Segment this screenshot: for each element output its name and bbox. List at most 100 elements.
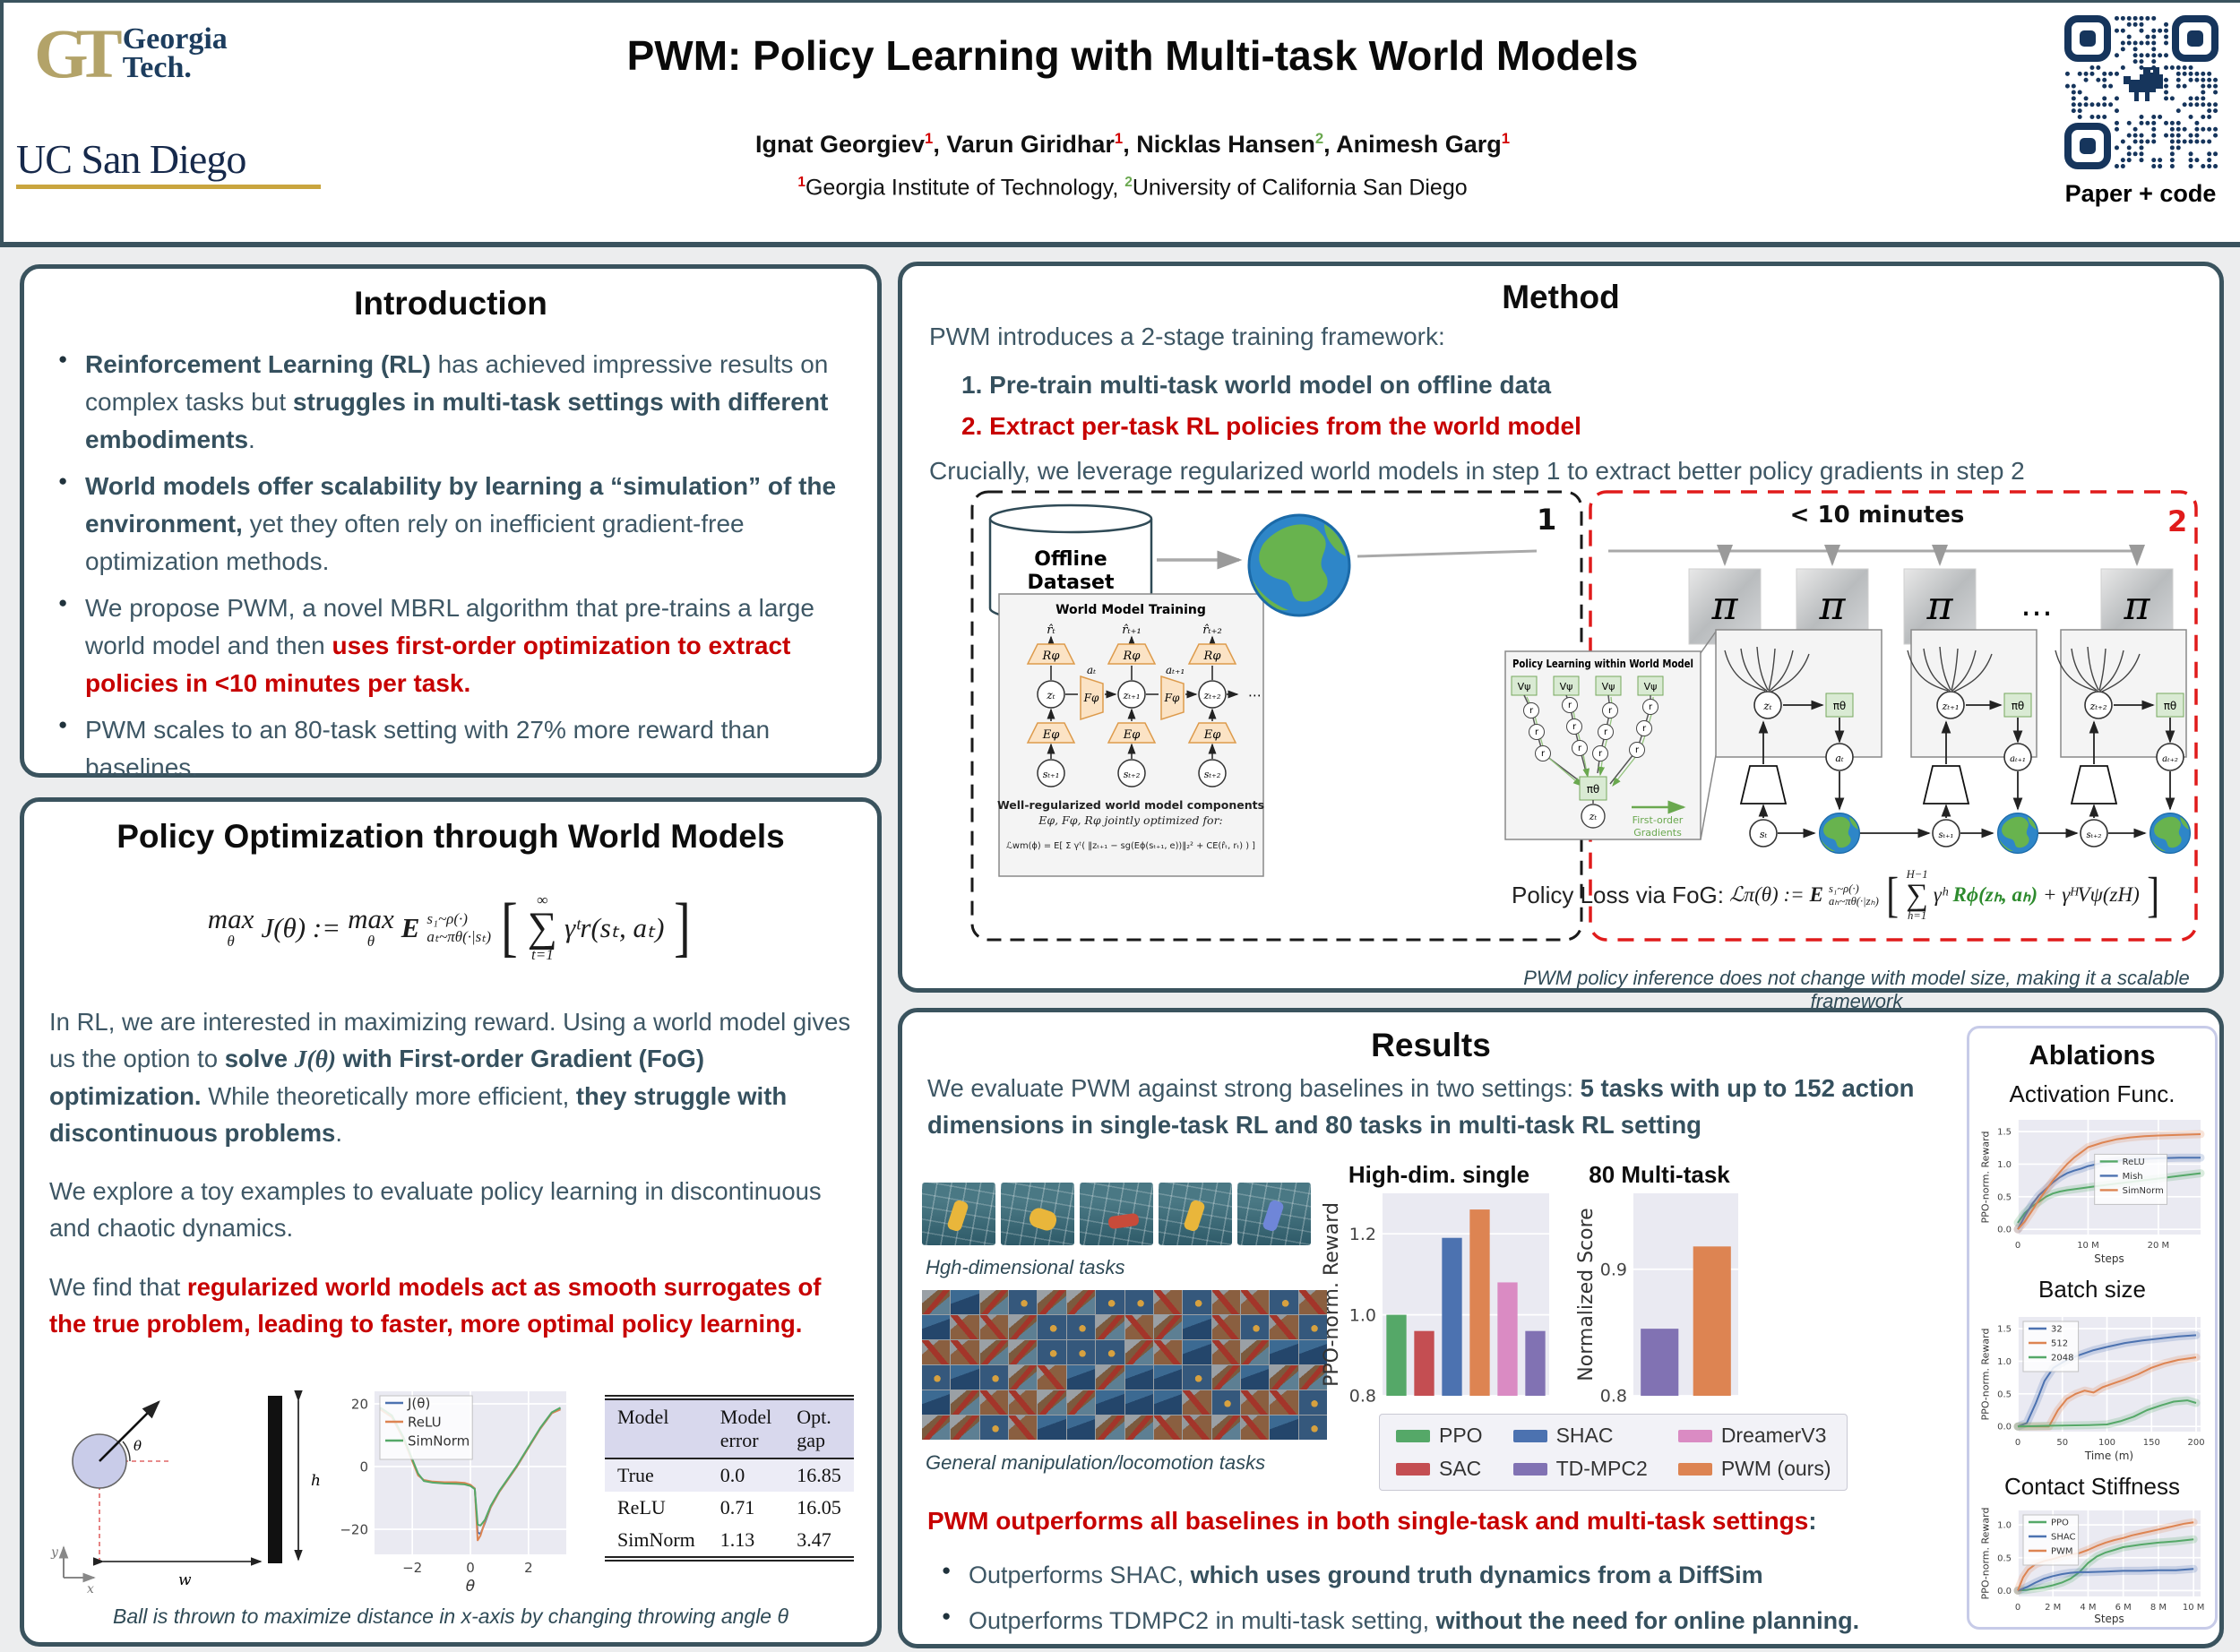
svg-text:sₜ₊₁: sₜ₊₁ [1043, 769, 1060, 780]
montage-tile [1270, 1365, 1298, 1390]
legend-item: TD-MPC2 [1512, 1457, 1648, 1481]
svg-text:0: 0 [466, 1560, 475, 1576]
policy-learning-panel: Policy Learning within World Model Vψ Vψ… [1504, 650, 1702, 840]
svg-text:PPO-norm. Reward: PPO-norm. Reward [1322, 1202, 1343, 1387]
montage-tile [1009, 1290, 1038, 1314]
montage-tile [1153, 1415, 1183, 1440]
montage-tile [1124, 1415, 1153, 1440]
svg-text:y: y [50, 1545, 59, 1560]
gt-monogram-icon: GT [34, 14, 123, 92]
svg-text:2048: 2048 [2051, 1354, 2073, 1364]
svg-text:zₜ: zₜ [1589, 811, 1598, 822]
montage-tile [951, 1315, 979, 1339]
svg-text:0.0: 0.0 [1997, 1423, 2012, 1433]
qr-code [2064, 15, 2218, 174]
svg-text:sₜ₊₂: sₜ₊₂ [1124, 769, 1141, 780]
montage-tile [1270, 1415, 1298, 1440]
montage-tile [1124, 1365, 1153, 1390]
svg-text:Time (m): Time (m) [2084, 1450, 2133, 1462]
montage-tile [951, 1390, 979, 1415]
paragraph: We find that regularized world models ac… [49, 1272, 822, 1338]
montage-tile [1096, 1415, 1124, 1440]
montage-tile [1240, 1315, 1270, 1339]
svg-text:8 M: 8 M [2150, 1603, 2167, 1613]
svg-text:r: r [1642, 724, 1647, 734]
legend-item: DreamerV3 [1677, 1424, 1831, 1448]
svg-text:aₜ: aₜ [1087, 664, 1096, 676]
montage-tile [922, 1390, 951, 1415]
legend-item: SHAC [1512, 1424, 1648, 1448]
svg-text:πθ: πθ [1833, 700, 1847, 712]
header: GT Georgia Tech. UC San Diego PWM: Polic… [0, 0, 2240, 247]
montage-tile [1211, 1290, 1240, 1314]
wall [268, 1396, 282, 1563]
montage-tile [1211, 1315, 1240, 1339]
svg-text:Fφ: Fφ [1164, 692, 1180, 704]
policy-opt-title: Policy Optimization through World Models [116, 818, 785, 855]
montage-tile [1009, 1315, 1038, 1339]
poster-title: PWM: Policy Learning with Multi-task Wor… [626, 32, 1639, 79]
svg-text:zₜ₊₁: zₜ₊₁ [1942, 701, 1960, 712]
montage-tile [922, 1290, 951, 1314]
results-section: Results We evaluate PWM against strong b… [898, 1008, 2224, 1648]
montage-tile [922, 1365, 951, 1390]
svg-text:zₜ: zₜ [1762, 700, 1771, 712]
svg-text:20: 20 [351, 1396, 368, 1412]
svg-text:Mish: Mish [2123, 1172, 2143, 1182]
method-caption: PWM policy inference does not change wit… [1523, 967, 2190, 1012]
svg-text:π: π [1819, 583, 1847, 629]
introduction-section: Introduction Reinforcement Learning (RL)… [20, 264, 882, 781]
svg-text:aₜ₊₁: aₜ₊₁ [1166, 664, 1185, 676]
montage-tile [1153, 1315, 1183, 1339]
svg-text:Steps: Steps [2094, 1252, 2124, 1265]
montage-tile [979, 1315, 1009, 1339]
montage-tile [1009, 1340, 1038, 1364]
svg-text:r̂ₜ: r̂ₜ [1047, 624, 1055, 637]
svg-text:ℒwm(ϕ) = E[ Σ γᵗ( ‖zₜ₊₁ − sg(E: ℒwm(ϕ) = E[ Σ γᵗ( ‖zₜ₊₁ − sg(Eϕ(sₜ₊₁, e)… [1006, 840, 1255, 851]
svg-text:sₜ₊₂: sₜ₊₂ [2087, 830, 2102, 840]
svg-text:1.0: 1.0 [1997, 1160, 2012, 1170]
toy-figure-caption: Ball is thrown to maximize distance in x… [113, 1605, 788, 1628]
svg-text:0.9: 0.9 [1600, 1260, 1627, 1279]
method-title: Method [1502, 279, 1620, 315]
svg-text:h: h [311, 1472, 321, 1490]
svg-text:r: r [1635, 745, 1640, 755]
montage-tile [979, 1390, 1009, 1415]
svg-text:zₜ: zₜ [1046, 689, 1055, 701]
svg-text:Vψ: Vψ [1518, 681, 1531, 693]
policy-opt-paragraphs: In RL, we are interested in maximizing r… [49, 1003, 852, 1342]
montage-tile [979, 1340, 1009, 1364]
intro-bullet: We propose PWM, a novel MBRL algorithm t… [58, 589, 856, 702]
montage-tile [1240, 1365, 1270, 1390]
svg-text:Eφ: Eφ [1042, 728, 1060, 742]
svg-text:aₜ₊₂: aₜ₊₂ [2162, 754, 2178, 764]
ten-minutes-label: < 10 minutes [1790, 502, 1965, 529]
svg-text:Rφ: Rφ [1123, 650, 1142, 663]
method-section: Method PWM introduces a 2-stage training… [898, 262, 2224, 1012]
montage-tile [1038, 1390, 1066, 1415]
svg-text:0.5: 0.5 [1997, 1390, 2012, 1399]
svg-text:World Model Training: World Model Training [1055, 603, 1206, 617]
svg-text:zₜ₊₁: zₜ₊₁ [1123, 690, 1141, 701]
svg-text:20 M: 20 M [2148, 1241, 2170, 1251]
svg-text:0: 0 [2015, 1603, 2020, 1613]
stage1-box [970, 490, 1583, 942]
svg-text:150: 150 [2143, 1438, 2160, 1448]
high-dim-task-images [922, 1183, 1311, 1245]
svg-text:π: π [2124, 583, 2151, 629]
montage-caption: General manipulation/locomotion tasks [926, 1451, 1266, 1474]
svg-text:Vψ: Vψ [1644, 681, 1658, 693]
svg-text:Fφ: Fφ [1083, 692, 1099, 704]
stage2-box [1589, 490, 2198, 942]
montage-tile [1298, 1365, 1327, 1390]
multi-task-chart-title: 80 Multi-task [1589, 1161, 1730, 1188]
svg-text:0.5: 0.5 [1997, 1192, 2012, 1202]
task-image [1080, 1183, 1153, 1245]
